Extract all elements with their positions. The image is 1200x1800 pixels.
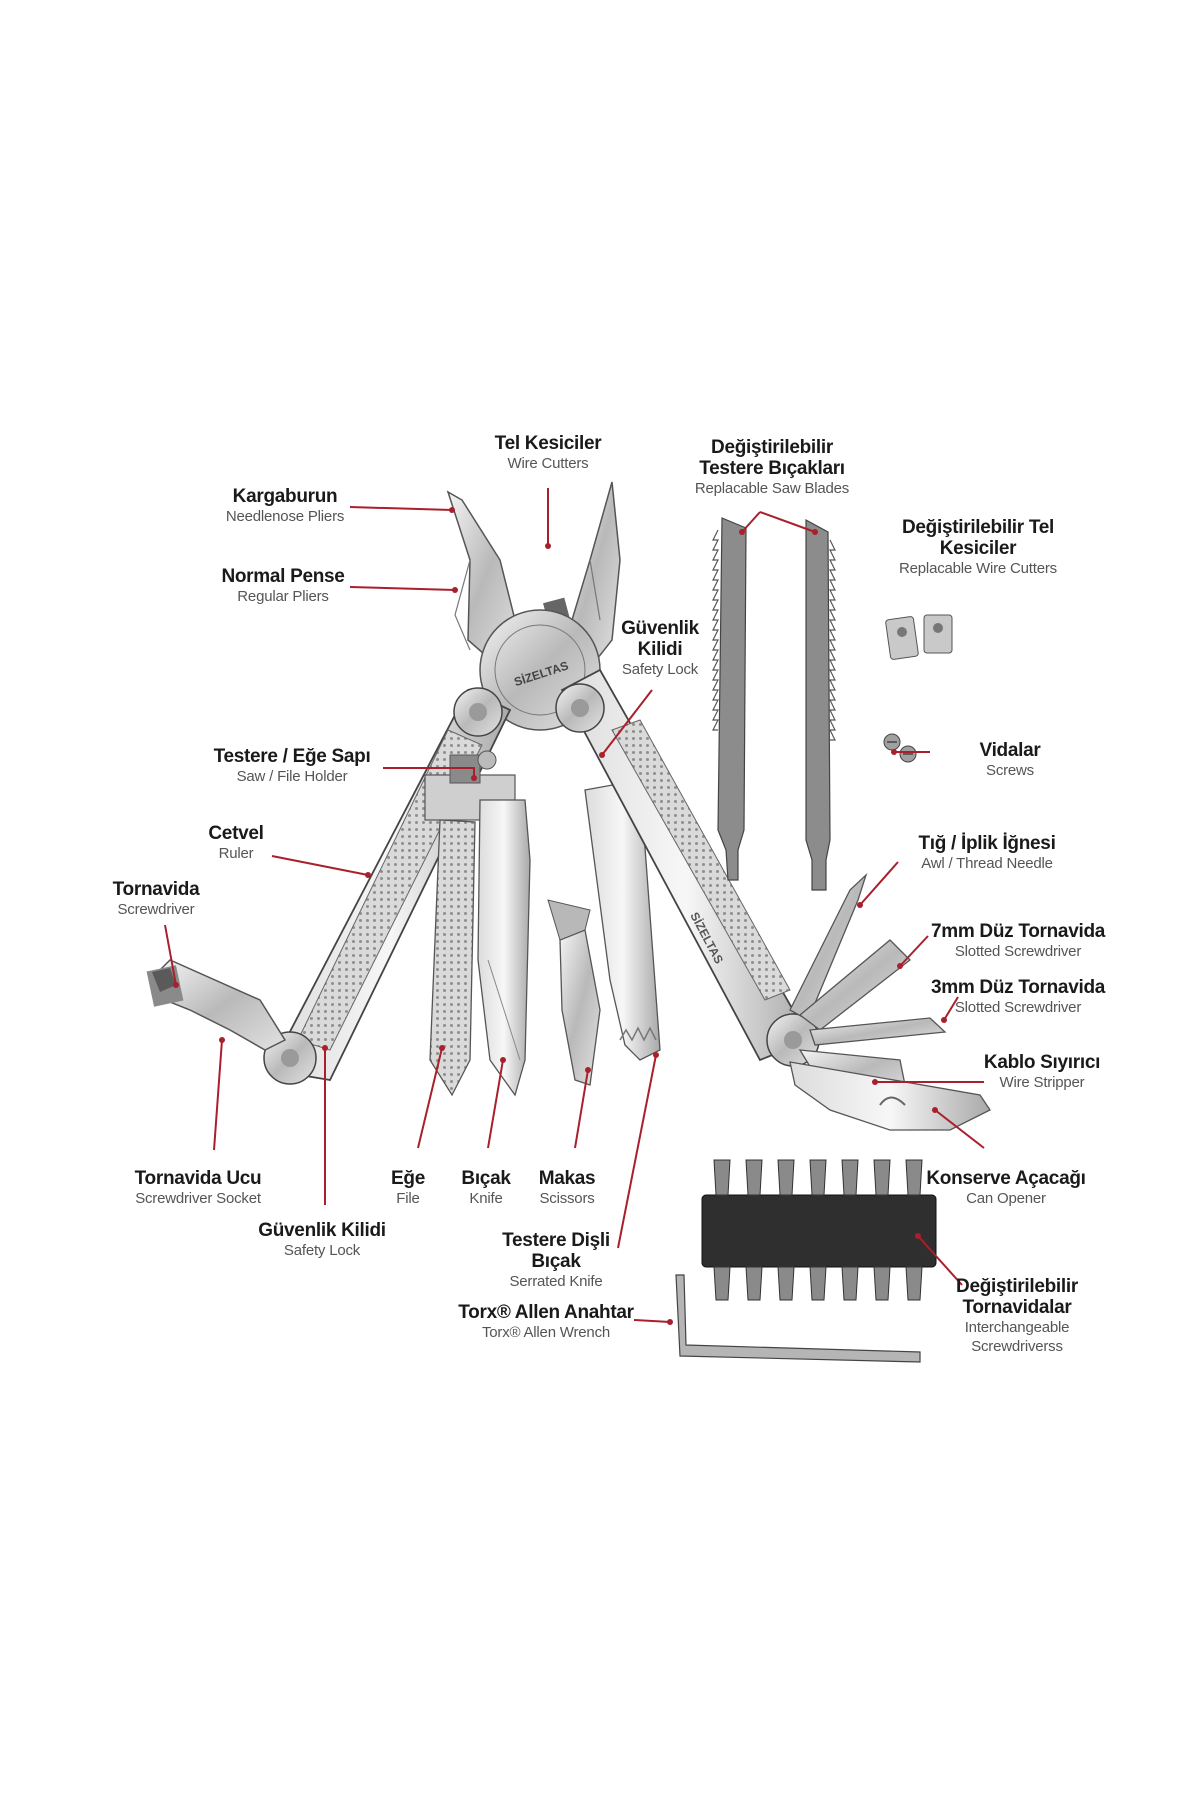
label-en: Screws <box>986 762 1034 779</box>
label-scissors: Makas Scissors <box>539 1168 596 1208</box>
label-en: Saw / File Holder <box>236 768 348 785</box>
label-en: Regular Pliers <box>237 588 329 605</box>
label-file: Eğe File <box>391 1168 425 1208</box>
label-en: Ruler <box>218 845 254 862</box>
label-replacable-wire-cutters: Değiştirilebilir Tel Kesiciler Replacabl… <box>878 517 1078 578</box>
label-regular-pliers: Normal Pense Regular Pliers <box>221 566 344 606</box>
leader-lines <box>164 488 985 1323</box>
label-tr: Tornavida Ucu <box>134 1168 262 1189</box>
label-tr: Makas <box>538 1168 596 1189</box>
label-tr: Konserve Açacağı <box>926 1168 1086 1189</box>
leader-endpoints <box>173 507 947 1325</box>
label-screws: Vidalar Screws <box>980 740 1041 780</box>
label-tr: Normal Pense <box>221 566 345 587</box>
label-en: Slotted Screwdriver <box>954 943 1082 960</box>
label-tr: Değiştirilebilir Tel Kesiciler <box>901 517 1055 559</box>
label-tr: Değiştirilebilir Testere Bıçakları <box>699 437 845 479</box>
file-tool <box>429 819 476 1097</box>
label-awl-thread-needle: Tığ / İplik İğnesi Awl / Thread Needle <box>918 833 1055 873</box>
label-tr: Güvenlik Kilidi <box>258 1220 386 1241</box>
label-en: Screwdriver <box>117 901 195 918</box>
label-3mm-slotted-screwdriver: 3mm Düz Tornavida Slotted Screwdriver <box>931 977 1105 1017</box>
slotted-screwdriver-3mm <box>809 1017 947 1046</box>
label-en: Wire Stripper <box>999 1074 1085 1091</box>
interchangeable-screwdrivers <box>701 1159 937 1301</box>
label-en: Safety Lock <box>621 661 699 678</box>
label-en: Awl / Thread Needle <box>921 855 1053 872</box>
label-tr: Torx® Allen Anahtar <box>458 1302 634 1323</box>
label-tr: 3mm Düz Tornavida <box>930 977 1106 998</box>
label-en: Torx® Allen Wrench <box>481 1324 611 1341</box>
label-en: Safety Lock <box>283 1242 361 1259</box>
label-replacable-saw-blades: Değiştirilebilir Testere Bıçakları Repla… <box>687 437 857 498</box>
label-can-opener: Konserve Açacağı Can Opener <box>926 1168 1086 1208</box>
label-tr: Tığ / İplik İğnesi <box>918 833 1056 854</box>
label-en: Serrated Knife <box>509 1273 603 1290</box>
label-interchangeable-screwdrivers: Değiştirilebilir Tornavidalar Interchang… <box>932 1276 1102 1356</box>
label-tr: Değiştirilebilir Tornavidalar <box>956 1276 1078 1318</box>
label-wire-stripper: Kablo Sıyırıcı Wire Stripper <box>984 1052 1100 1092</box>
label-en: Interchangeable Screwdriverss <box>964 1319 1070 1355</box>
label-tr: 7mm Düz Tornavida <box>930 921 1106 942</box>
label-screwdriver: Tornavida Screwdriver <box>113 879 200 919</box>
knife-blade <box>477 799 531 1097</box>
label-tr: Testere / Eğe Sapı <box>213 746 371 767</box>
label-en: Scissors <box>539 1190 595 1207</box>
scissors-tool <box>547 899 601 1086</box>
screwdriver-arm <box>146 959 287 1051</box>
label-tr: Eğe <box>391 1168 425 1189</box>
replacable-saw-blade-2 <box>805 518 836 891</box>
screws <box>883 733 917 763</box>
label-en: Can Opener <box>966 1190 1046 1207</box>
label-tr: Bıçak <box>461 1168 511 1189</box>
replacable-saw-blade-1 <box>712 517 747 881</box>
label-torx-allen-wrench: Torx® Allen Anahtar Torx® Allen Wrench <box>458 1302 634 1342</box>
label-tr: Testere Dişli Bıçak <box>502 1230 610 1272</box>
label-en: Slotted Screwdriver <box>954 999 1082 1016</box>
label-en: Knife <box>469 1190 503 1207</box>
replacable-wire-cutters <box>885 614 953 660</box>
label-en: Needlenose Pliers <box>225 508 345 525</box>
label-safety-lock-top: Güvenlik Kilidi Safety Lock <box>615 618 705 679</box>
label-wire-cutters: Tel Kesiciler Wire Cutters <box>495 433 602 473</box>
label-tr: Cetvel <box>208 823 264 844</box>
label-en: Screwdriver Socket <box>135 1190 261 1207</box>
label-ruler: Cetvel Ruler <box>208 823 264 863</box>
label-tr: Kablo Sıyırıcı <box>983 1052 1101 1073</box>
label-knife: Bıçak Knife <box>461 1168 511 1208</box>
label-en: Wire Cutters <box>507 455 589 472</box>
label-tr: Tel Kesiciler <box>494 433 602 454</box>
label-tr: Vidalar <box>979 740 1041 761</box>
label-screwdriver-socket: Tornavida Ucu Screwdriver Socket <box>135 1168 262 1208</box>
label-tr: Tornavida <box>112 879 200 900</box>
label-tr: Güvenlik Kilidi <box>621 618 699 660</box>
slotted-screwdriver-7mm <box>798 939 911 1031</box>
torx-allen-wrench <box>675 1274 921 1363</box>
label-saw-file-holder: Testere / Eğe Sapı Saw / File Holder <box>214 746 371 786</box>
label-safety-lock-bottom: Güvenlik Kilidi Safety Lock <box>258 1220 386 1260</box>
label-en: Replacable Saw Blades <box>694 480 850 497</box>
label-en: File <box>396 1190 420 1207</box>
label-7mm-slotted-screwdriver: 7mm Düz Tornavida Slotted Screwdriver <box>931 921 1105 961</box>
label-serrated-knife: Testere Dişli Bıçak Serrated Knife <box>496 1230 616 1291</box>
label-en: Replacable Wire Cutters <box>899 560 1057 577</box>
label-needlenose-pliers: Kargaburun Needlenose Pliers <box>225 486 345 526</box>
right-handle: SİZELTAS <box>555 668 820 1067</box>
label-tr: Kargaburun <box>232 486 338 507</box>
